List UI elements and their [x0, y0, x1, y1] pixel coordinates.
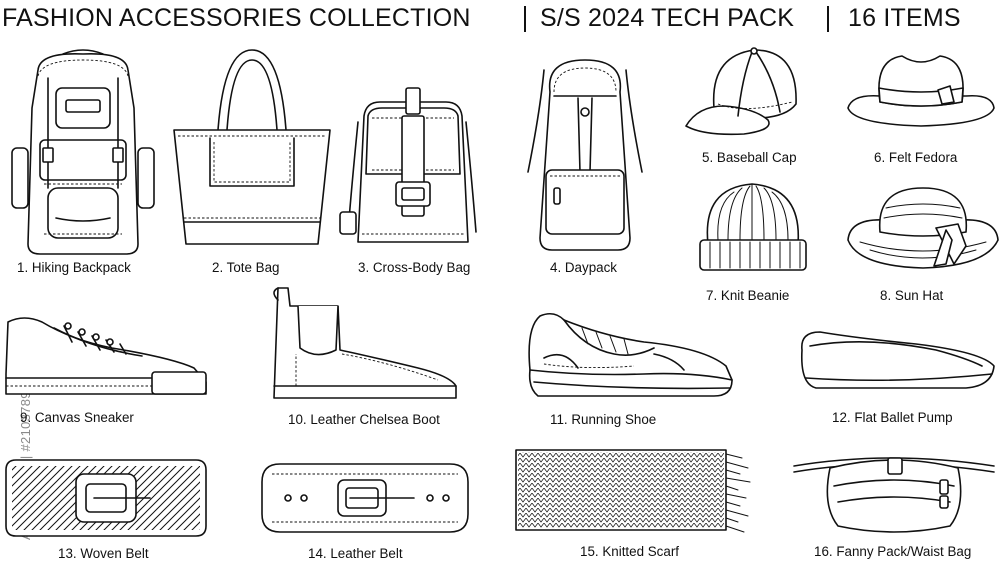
item-baseball-cap[interactable]: 5. Baseball Cap — [684, 44, 814, 170]
season-title: S/S 2024 TECH PACK — [540, 4, 795, 32]
item-cross-body-bag[interactable]: 3. Cross-Body Bag — [338, 82, 488, 278]
canvas-sneaker-icon — [5, 317, 207, 395]
item-canvas-sneaker[interactable]: 9. Canvas Sneaker — [2, 312, 212, 430]
leather-belt-icon — [261, 463, 469, 533]
item-count: 16 ITEMS — [848, 4, 961, 32]
page-title: FASHION ACCESSORIES COLLECTION S/S 2024 … — [2, 2, 998, 34]
collection-title: FASHION ACCESSORIES COLLECTION — [2, 4, 471, 32]
item-label: 1. Hiking Backpack — [17, 260, 131, 275]
item-fanny-pack[interactable]: 16. Fanny Pack/Waist Bag — [790, 446, 998, 562]
cross-body-bag-icon — [339, 87, 477, 243]
running-shoe-icon — [528, 312, 733, 397]
item-label: 5. Baseball Cap — [702, 150, 797, 165]
sun-hat-icon — [847, 187, 999, 269]
item-label: 2. Tote Bag — [212, 260, 280, 275]
item-label: 16. Fanny Pack/Waist Bag — [814, 544, 972, 559]
item-label: 14. Leather Belt — [308, 546, 403, 561]
knit-beanie-icon — [699, 183, 807, 271]
tote-bag-icon — [173, 49, 331, 245]
item-label: 6. Felt Fedora — [874, 150, 958, 165]
item-label: 7. Knit Beanie — [706, 288, 790, 303]
item-leather-belt[interactable]: 14. Leather Belt — [258, 458, 472, 562]
item-chelsea-boot[interactable]: 10. Leather Chelsea Boot — [268, 286, 458, 430]
daypack-icon — [527, 59, 643, 251]
item-label: 9. Canvas Sneaker — [20, 410, 134, 425]
item-label: 4. Daypack — [550, 260, 617, 275]
ballet-pump-icon — [800, 331, 995, 389]
item-daypack[interactable]: 4. Daypack — [520, 52, 650, 278]
knitted-scarf-icon — [515, 449, 751, 533]
item-label: 15. Knitted Scarf — [580, 544, 679, 559]
item-woven-belt[interactable]: 13. Woven Belt — [2, 456, 208, 562]
title-divider — [524, 6, 526, 32]
item-tote-bag[interactable]: 2. Tote Bag — [172, 46, 332, 278]
item-label: 11. Running Shoe — [550, 412, 657, 427]
baseball-cap-icon — [685, 47, 797, 136]
woven-belt-icon — [5, 459, 207, 537]
item-knit-beanie[interactable]: 7. Knit Beanie — [694, 180, 814, 303]
felt-fedora-icon — [847, 55, 995, 127]
item-label: 3. Cross-Body Bag — [358, 260, 471, 275]
item-label: 10. Leather Chelsea Boot — [288, 412, 440, 427]
item-ballet-pump[interactable]: 12. Flat Ballet Pump — [796, 326, 1000, 430]
item-felt-fedora[interactable]: 6. Felt Fedora — [846, 50, 996, 170]
item-hiking-backpack[interactable]: 1. Hiking Backpack — [8, 48, 158, 278]
item-label: 13. Woven Belt — [58, 546, 149, 561]
item-label: 8. Sun Hat — [880, 288, 944, 303]
hiking-backpack-icon — [11, 49, 155, 255]
chelsea-boot-icon — [273, 287, 457, 399]
item-knitted-scarf[interactable]: 15. Knitted Scarf — [514, 448, 754, 562]
item-label: 12. Flat Ballet Pump — [832, 410, 953, 425]
title-divider — [827, 6, 829, 32]
fanny-pack-icon — [793, 457, 995, 533]
item-running-shoe[interactable]: 11. Running Shoe — [524, 308, 740, 430]
item-sun-hat[interactable]: 8. Sun Hat — [846, 184, 1000, 303]
